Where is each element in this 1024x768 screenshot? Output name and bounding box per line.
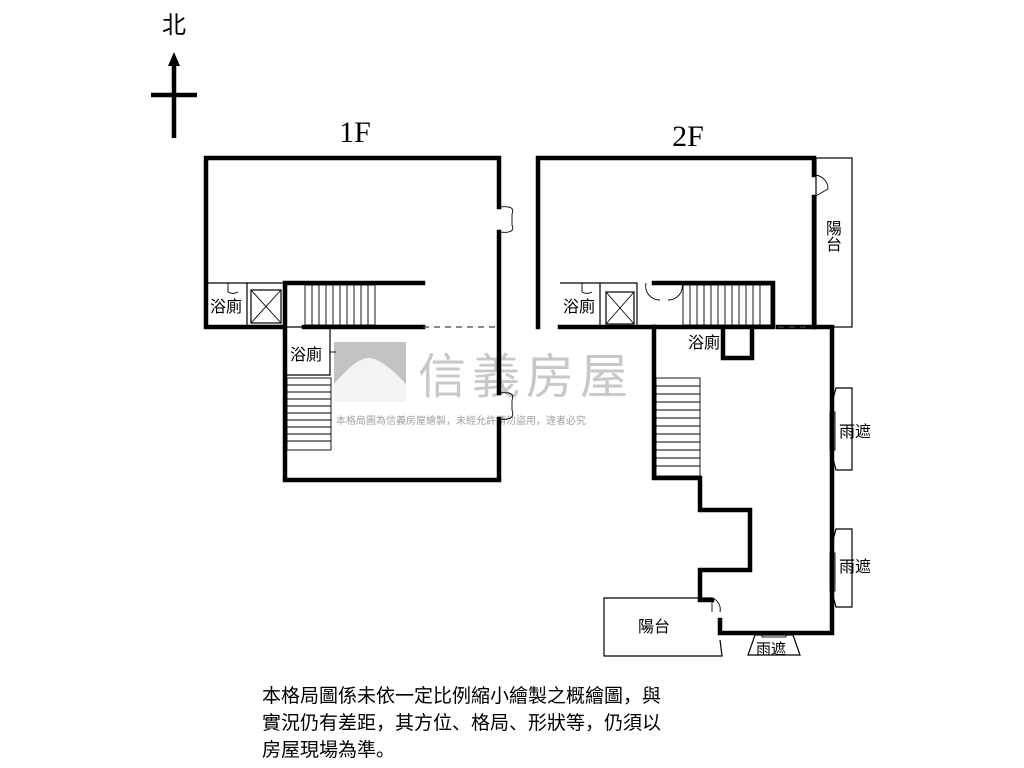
disclaimer-line-2: 實況仍有差距，其方位、格局、形狀等，仍須以 [262, 712, 662, 734]
floor-2f-title: 2F [672, 120, 704, 153]
disclaimer-note: 本格局圖係未依一定比例縮小繪製之概繪圖，與 實況仍有差距，其方位、格局、形狀等，… [262, 683, 782, 764]
stair-1f-lower [287, 384, 331, 442]
room-awning-2: 雨遮 [839, 557, 871, 576]
room-bath-2f-center: 浴廁 [688, 333, 720, 352]
watermark: 信義房屋 本格局圖為信義房屋繪製，未經允許請勿盜用，違者必究 [334, 342, 634, 427]
stair-2f-lower [655, 377, 701, 477]
room-awning-1: 雨遮 [839, 422, 871, 441]
disclaimer-line-1: 本格局圖係未依一定比例縮小繪製之概繪圖，與 [262, 685, 662, 707]
stair-1f-upper [304, 284, 376, 326]
north-label: 北 [162, 12, 186, 39]
room-bath-1f-top: 浴廁 [210, 297, 242, 316]
floor-plan-1f: 浴廁 浴廁 [203, 155, 514, 483]
watermark-notice: 本格局圖為信義房屋繪製，未經允許請勿盜用，違者必究 [336, 414, 586, 427]
room-balcony-2f-right: 陽台 [823, 220, 842, 252]
room-bath-2f-left: 浴廁 [563, 297, 595, 316]
watermark-brand: 信義房屋 [418, 349, 634, 405]
north-compass: 北 [151, 12, 197, 138]
room-balcony-2f-bottom: 陽台 [638, 617, 670, 636]
floor-1f-title: 1F [339, 116, 371, 149]
floor-plan-2f: 浴廁 浴廁 陽台 雨遮 雨遮 雨遮 [535, 155, 871, 658]
room-bath-1f-lower: 浴廁 [290, 345, 322, 364]
room-awning-3: 雨遮 [756, 640, 786, 658]
disclaimer-line-3: 房屋現場為準。 [262, 739, 396, 761]
stair-2f-upper [682, 284, 772, 326]
north-arrow-icon [168, 52, 180, 66]
